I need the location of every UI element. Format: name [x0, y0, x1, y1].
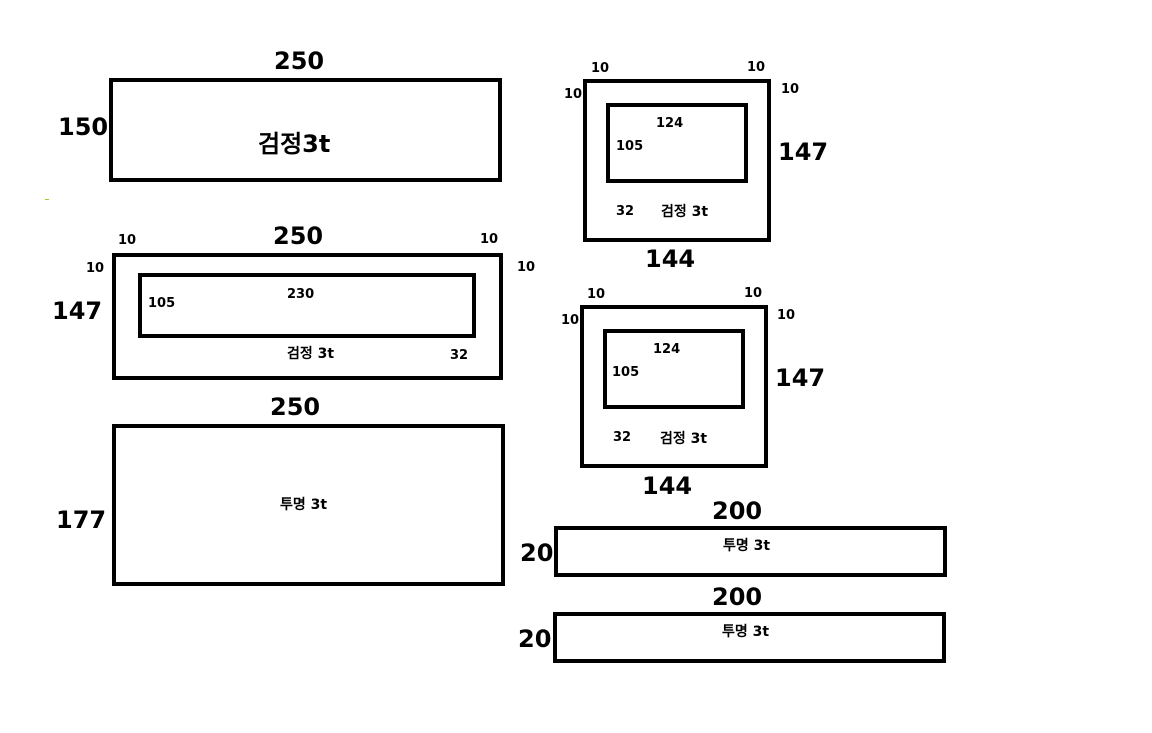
panel-d-margin-top-left: 10 [591, 61, 610, 76]
panel-b-bottom-gap: 32 [450, 348, 469, 363]
stray-mark [45, 199, 49, 200]
panel-d-outline [583, 79, 771, 242]
strip-g-width-label: 200 [712, 583, 763, 611]
panel-c-material-label: 투명 3t [280, 497, 328, 513]
panel-e-inner-width: 124 [653, 342, 681, 357]
panel-b-inner-window [138, 273, 476, 338]
panel-b-margin-top-right: 10 [480, 232, 499, 247]
strip-g-height-label: 20 [518, 625, 552, 653]
panel-b-margin-top-left: 10 [118, 233, 137, 248]
panel-d-material-label: 검정 3t [661, 204, 709, 220]
panel-e-width-label: 144 [642, 472, 693, 500]
panel-e-margin-top-left: 10 [587, 287, 606, 302]
panel-e-inner-height: 105 [612, 365, 640, 380]
panel-c-width-label: 250 [270, 393, 321, 421]
panel-d-inner-height: 105 [616, 139, 644, 154]
strip-f-height-label: 20 [520, 539, 554, 567]
panel-e-inner-window [603, 329, 745, 409]
strip-g-material-label: 투명 3t [722, 624, 770, 640]
panel-a-material-label: 검정3t [258, 130, 331, 158]
panel-a-outline [109, 78, 502, 182]
panel-b-width-label: 250 [273, 222, 324, 250]
panel-d-width-label: 144 [645, 245, 696, 273]
panel-b-margin-right: 10 [517, 260, 536, 275]
panel-c-height-label: 177 [56, 506, 107, 534]
panel-b-inner-width: 230 [287, 287, 315, 302]
panel-d-margin-top-right: 10 [747, 60, 766, 75]
strip-g-outline [553, 612, 946, 663]
panel-a-height-label: 150 [58, 113, 109, 141]
panel-b-height-label: 147 [52, 297, 103, 325]
panel-e-height-label: 147 [775, 364, 826, 392]
panel-d-margin-left: 10 [564, 87, 583, 102]
panel-e-material-label: 검정 3t [660, 431, 708, 447]
panel-d-inner-window [606, 103, 748, 183]
panel-d-inner-width: 124 [656, 116, 684, 131]
panel-c-outline [112, 424, 505, 586]
strip-f-width-label: 200 [712, 497, 763, 525]
panel-b-inner-height: 105 [148, 296, 176, 311]
panel-e-outline [580, 305, 768, 468]
panel-d-height-label: 147 [778, 138, 829, 166]
panel-b-outline [112, 253, 503, 380]
panel-d-bottom-gap: 32 [616, 204, 635, 219]
panel-e-margin-right: 10 [777, 308, 796, 323]
panel-e-margin-left: 10 [561, 313, 580, 328]
strip-f-outline [554, 526, 947, 577]
panel-e-bottom-gap: 32 [613, 430, 632, 445]
panel-e-margin-top-right: 10 [744, 286, 763, 301]
panel-a-width-label: 250 [274, 47, 325, 75]
panel-b-margin-left: 10 [86, 261, 105, 276]
panel-b-material-label: 검정 3t [287, 346, 335, 362]
panel-d-margin-right: 10 [781, 82, 800, 97]
strip-f-material-label: 투명 3t [723, 538, 771, 554]
